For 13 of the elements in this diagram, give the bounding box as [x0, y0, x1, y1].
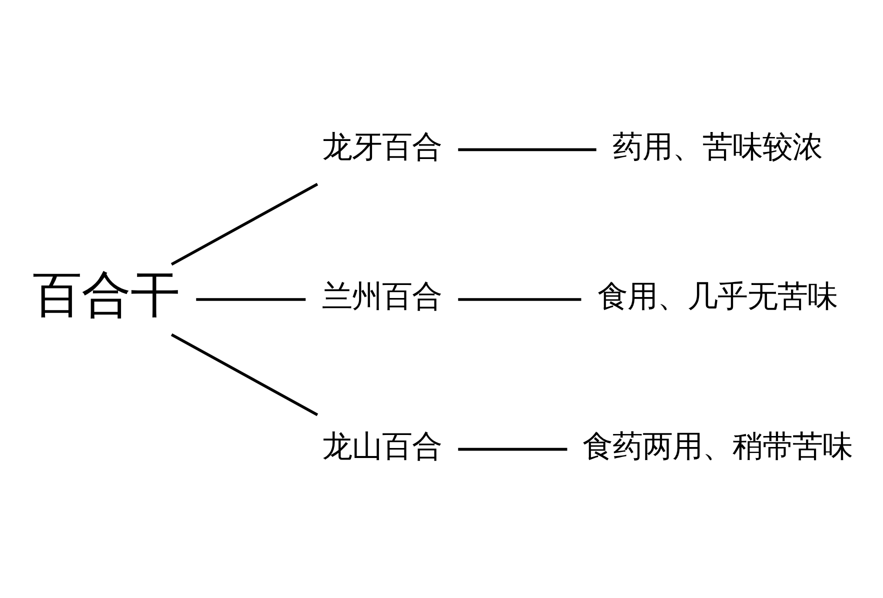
node-text: 兰州百合 [322, 279, 442, 314]
connector [196, 298, 306, 300]
node-text: 药用、苦味较浓 [612, 129, 822, 164]
node-text: 百合干 [32, 264, 180, 323]
connector [458, 298, 582, 300]
node-text: 食药两用、稍带苦味 [582, 428, 852, 464]
connector [458, 148, 596, 151]
node-text: 龙山百合 [322, 428, 442, 464]
connector [170, 332, 318, 416]
connector [458, 447, 568, 450]
node-text: 食用、几乎无苦味 [597, 279, 838, 314]
connector [170, 182, 318, 266]
node-text: 龙牙百合 [322, 129, 442, 164]
